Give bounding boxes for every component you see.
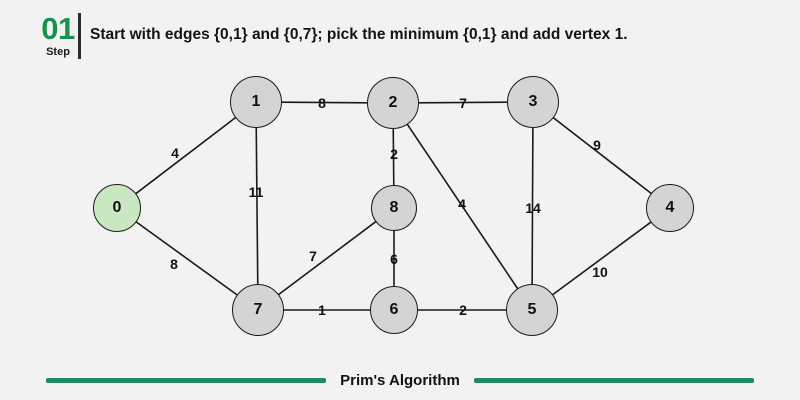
graph-edge-4-5 [551,221,652,296]
graph-edge-2-8 [392,127,395,187]
graph-node-1[interactable]: 1 [230,76,282,128]
edge-weight-6-8: 6 [390,251,398,267]
graph-node-7[interactable]: 7 [232,284,284,336]
graph-node-2[interactable]: 2 [367,77,419,129]
footer-title: Prim's Algorithm [340,371,460,389]
header: 01 Step Start with edges {0,1} and {0,7}… [0,0,800,72]
graph-node-5[interactable]: 5 [506,284,558,336]
graph-edge-3-4 [552,116,653,195]
edge-weight-2-8: 2 [390,146,398,162]
edge-weight-7-8: 7 [309,248,317,264]
graph-node-6[interactable]: 6 [370,286,418,334]
step-instruction-text: Start with edges {0,1} and {0,7}; pick t… [90,26,628,43]
graph-node-8[interactable]: 8 [371,185,417,231]
edge-weight-0-7: 8 [170,256,178,272]
graph-edge-layer [134,101,653,311]
graph-node-4[interactable]: 4 [646,184,694,232]
edge-weight-4-5: 10 [592,264,608,280]
graph-edge-0-7 [135,220,239,296]
edge-weight-0-1: 4 [171,145,179,161]
graph-edge-7-8 [277,220,377,296]
edge-weight-3-5: 14 [525,200,541,216]
footer-rule-left [46,377,327,383]
edge-weight-6-7: 1 [318,302,326,318]
graph-container: 4 8 8 11 7 2 4 9 14 10 2 1 6 7 0 1 2 3 4 5 6 7 8 [0,60,800,350]
footer: Prim's Algorithm [0,360,800,400]
graph-edge-0-1 [134,116,237,195]
edge-weight-5-6: 2 [459,302,467,318]
edge-weight-1-7: 11 [248,184,264,200]
step-badge: 01 Step [30,11,86,59]
edge-weight-1-2: 8 [318,95,326,111]
edge-weight-2-3: 7 [459,95,467,111]
step-word-label: Step [46,46,70,58]
graph-edge-2-5 [406,123,519,290]
footer-rule-right [473,377,754,383]
header-divider [78,13,81,59]
graph-edge-2-3 [417,101,509,104]
step-number: 01 [41,11,75,46]
graph-edge-3-5 [531,126,534,286]
graph-edge-1-7 [255,126,259,286]
graph-node-0[interactable]: 0 [93,184,141,232]
graph-node-3[interactable]: 3 [507,76,559,128]
edge-weight-3-4: 9 [593,137,601,153]
edge-weight-2-5: 4 [458,196,466,212]
graph-edge-1-2 [280,101,369,104]
